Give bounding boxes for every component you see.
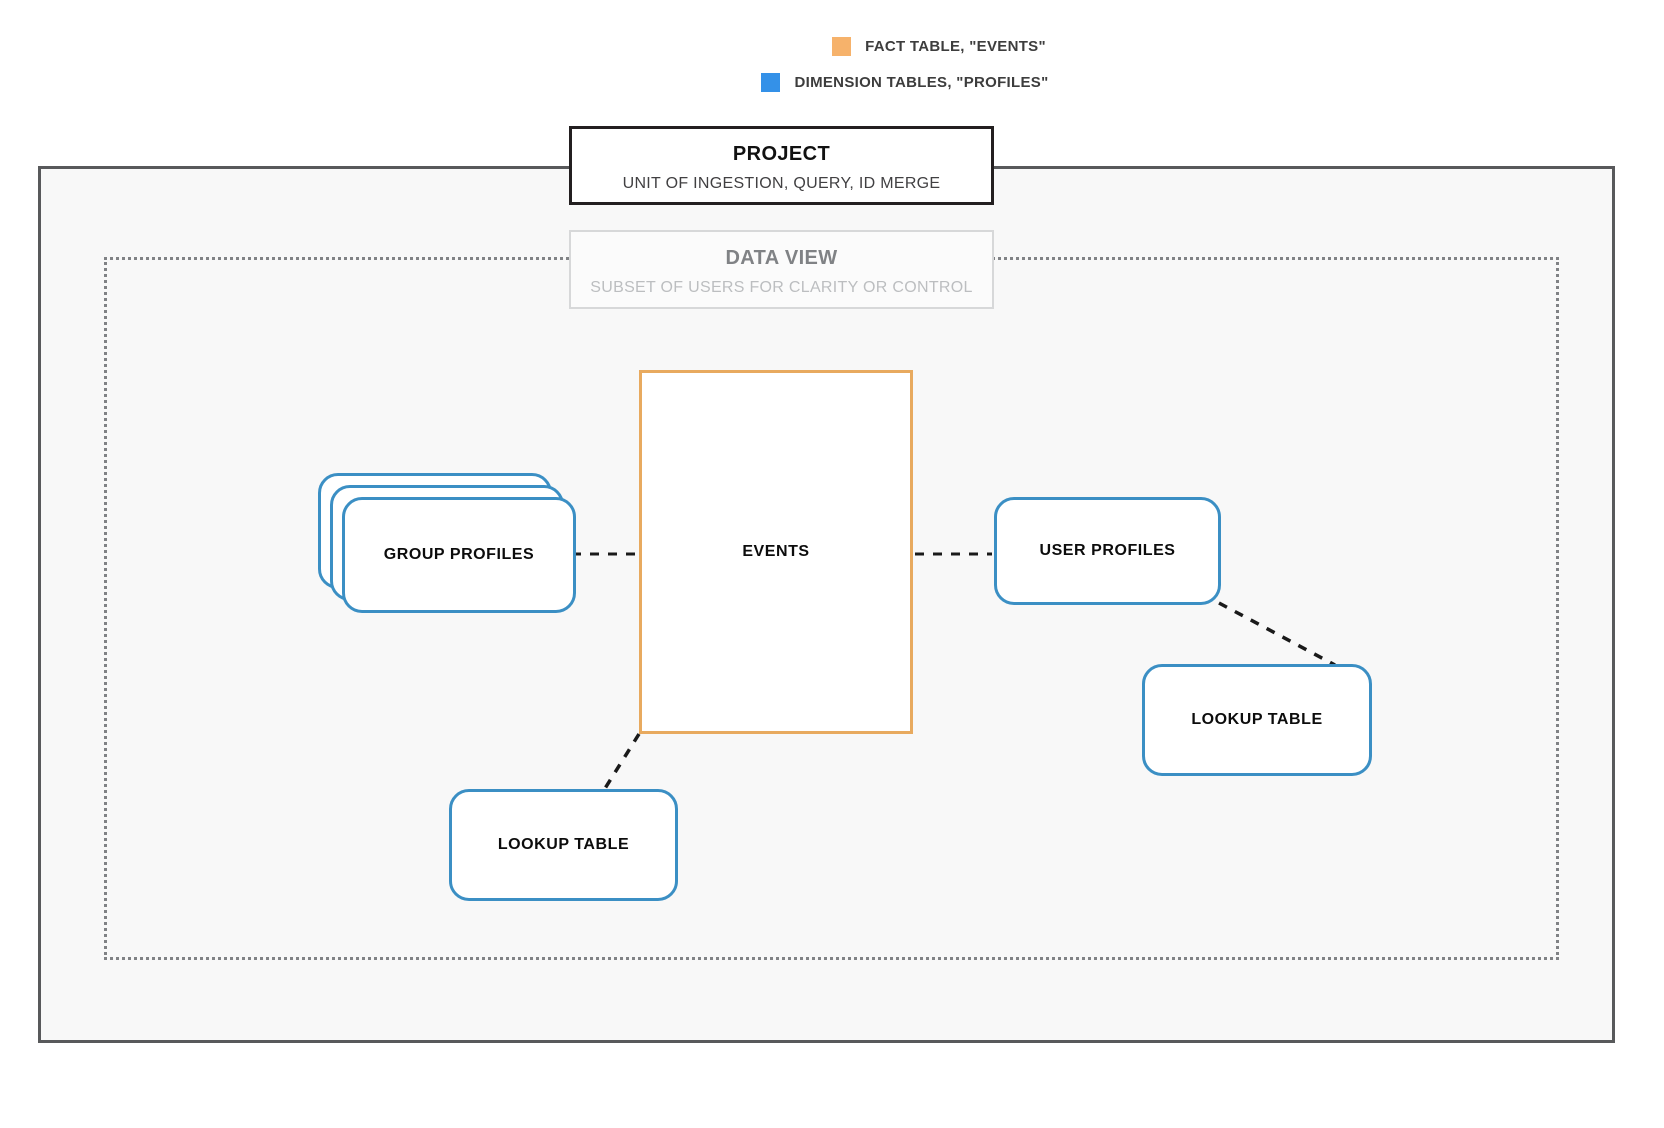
events-fact-table-node[interactable]: EVENTS [639, 370, 913, 734]
legend-item-dimension-tables: DIMENSION TABLES, "PROFILES" [0, 64, 1664, 100]
project-subtitle: UNIT OF INGESTION, QUERY, ID MERGE [622, 175, 941, 192]
user-profiles-node[interactable]: USER PROFILES [994, 497, 1221, 605]
user-profiles-label: USER PROFILES [1039, 542, 1176, 559]
project-header-box: PROJECT UNIT OF INGESTION, QUERY, ID MER… [569, 126, 994, 205]
data-view-header-box: DATA VIEW SUBSET OF USERS FOR CLARITY OR… [569, 230, 994, 309]
lookup-table-left-label: LOOKUP TABLE [497, 836, 630, 853]
lookup-table-right-label: LOOKUP TABLE [1191, 711, 1323, 728]
data-view-subtitle: SUBSET OF USERS FOR CLARITY OR CONTROL [590, 279, 973, 296]
data-view-title: DATA VIEW [725, 247, 838, 269]
group-profiles-card-front[interactable]: GROUP PROFILES [342, 497, 576, 613]
legend-item-fact-table: FACT TABLE, "EVENTS" [0, 28, 1664, 64]
square-swatch-blue-icon [761, 72, 781, 92]
events-label: EVENTS [742, 543, 810, 560]
legend-label-dimension-tables: DIMENSION TABLES, "PROFILES" [794, 73, 1049, 91]
lookup-table-left-node[interactable]: LOOKUP TABLE [449, 789, 678, 901]
group-profiles-node[interactable]: GROUP PROFILES [318, 473, 576, 613]
group-profiles-label: GROUP PROFILES [383, 546, 535, 563]
square-swatch-orange-icon [832, 36, 852, 56]
legend: FACT TABLE, "EVENTS" DIMENSION TABLES, "… [0, 28, 1664, 100]
project-title: PROJECT [732, 143, 831, 165]
lookup-table-right-node[interactable]: LOOKUP TABLE [1142, 664, 1372, 776]
legend-label-fact-table: FACT TABLE, "EVENTS" [865, 37, 1046, 55]
